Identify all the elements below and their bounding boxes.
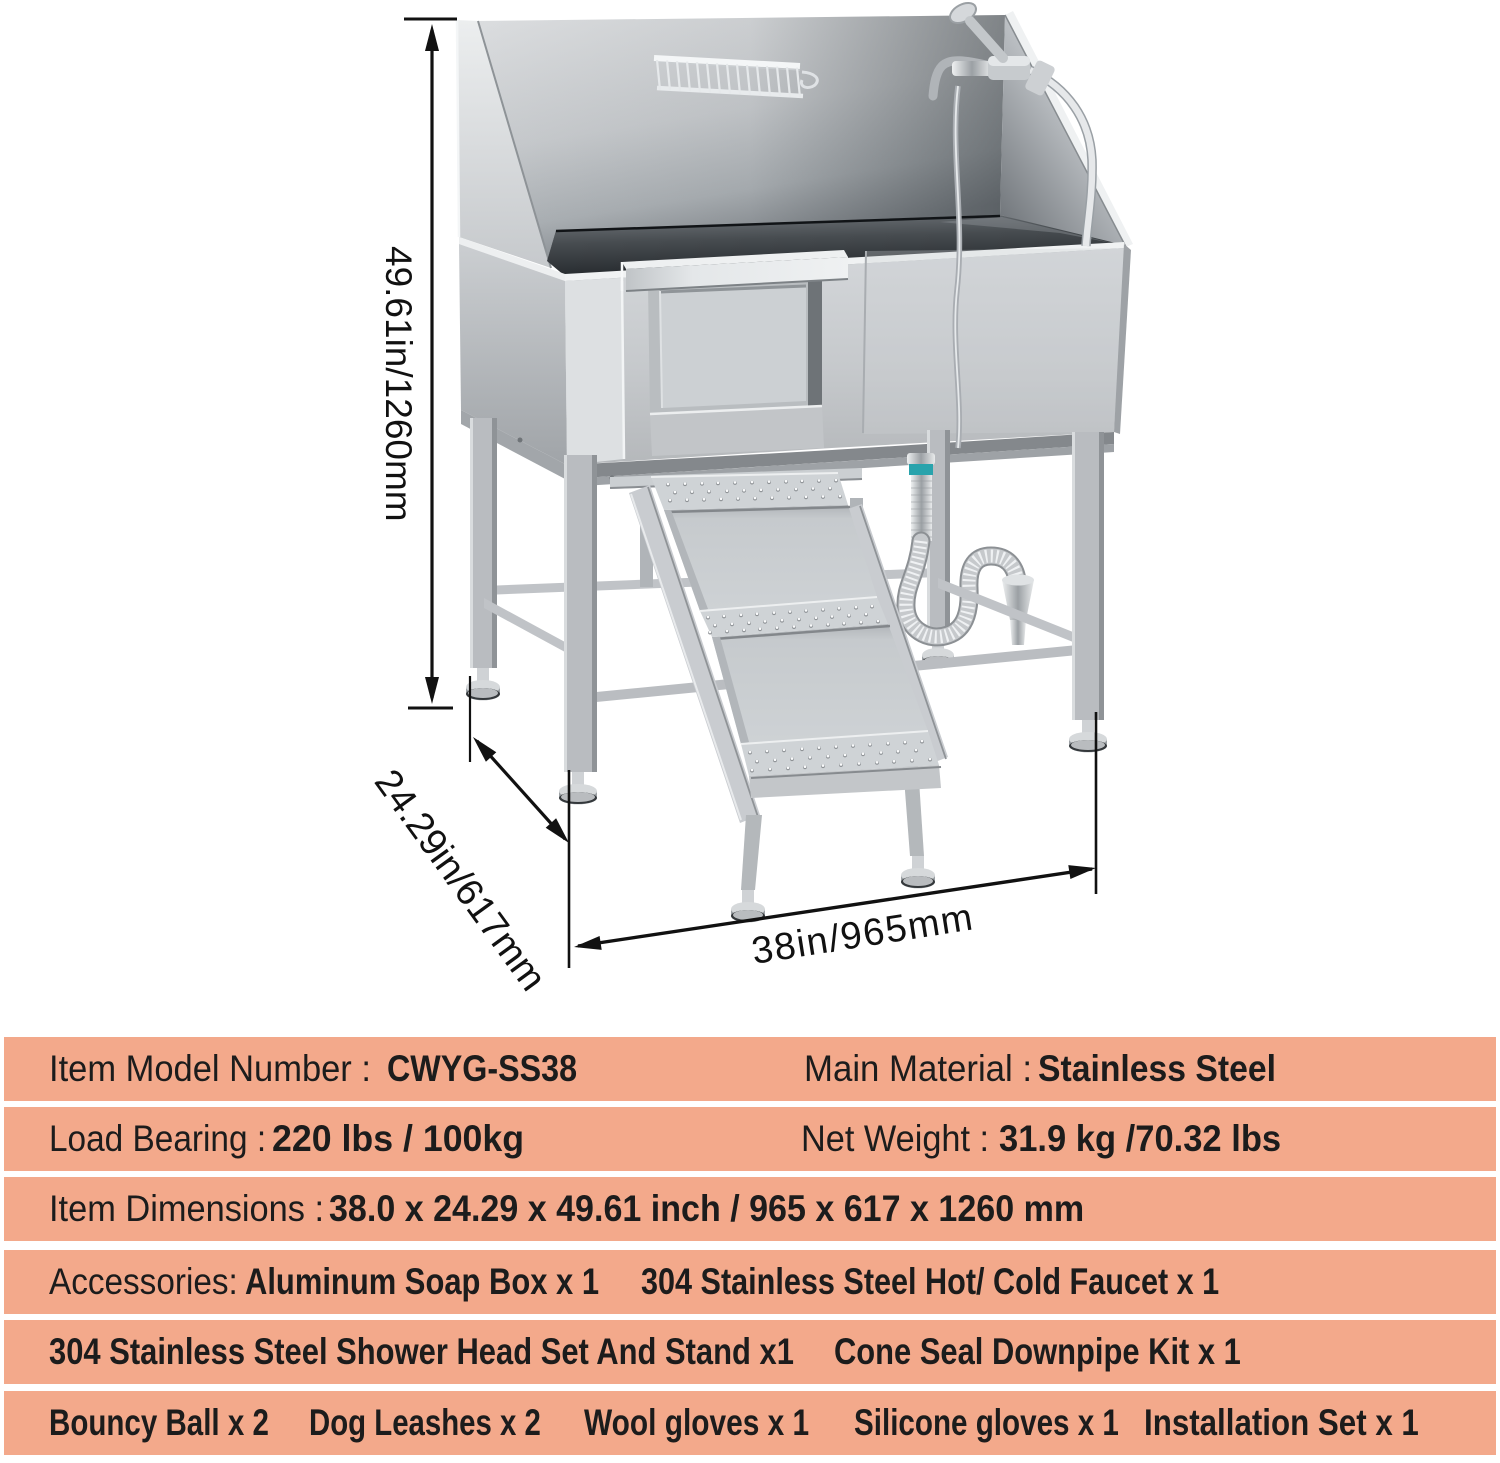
svg-text:38in/965mm: 38in/965mm xyxy=(749,896,977,973)
svg-text:49.61in/1260mm: 49.61in/1260mm xyxy=(378,246,419,522)
svg-text:24.29in/617mm: 24.29in/617mm xyxy=(366,762,554,999)
